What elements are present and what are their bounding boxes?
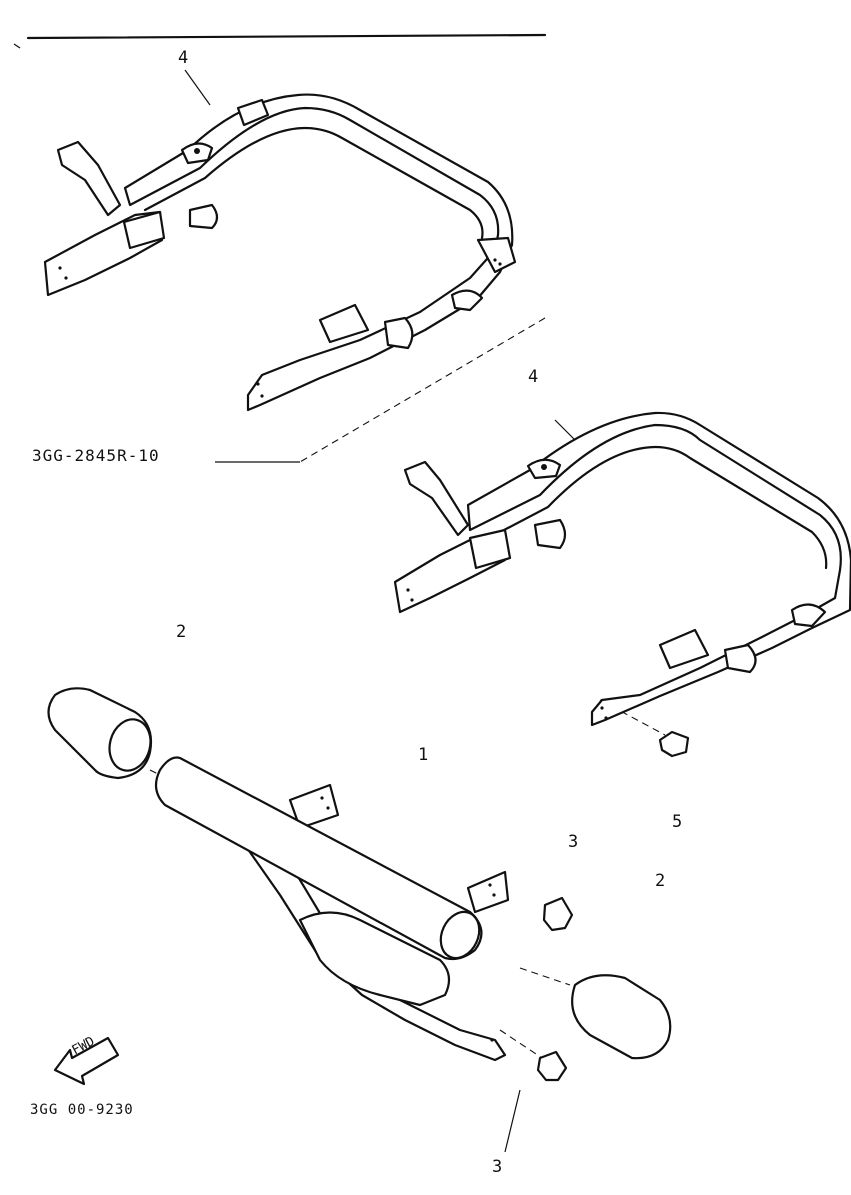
callout-bottom-rail: 4 [528,367,539,387]
top-border-line [13,33,547,49]
grip-end-left [47,687,153,780]
grab-rail-lower [393,411,851,727]
callout-screw: 5 [672,812,683,832]
callout-right-grip: 2 [655,871,666,891]
screw-part [658,730,690,758]
callout-left-grip: 2 [176,622,187,642]
callout-bolt-lower: 3 [492,1157,503,1177]
callout-bolt-upper: 3 [568,832,579,852]
grab-rail-upper [43,93,517,412]
bolt-lower [536,1050,568,1082]
grip-end-right [571,974,672,1060]
bolt-upper [542,896,574,932]
bar-assembly [154,756,510,1062]
callout-bar: 1 [418,745,429,765]
fwd-arrow-icon [53,1036,120,1086]
part-number-label: 3GG-2845R-10 [32,446,160,465]
drawing-code: 3GG 00-9230 [30,1102,134,1118]
callout-top-rail: 4 [178,48,189,68]
